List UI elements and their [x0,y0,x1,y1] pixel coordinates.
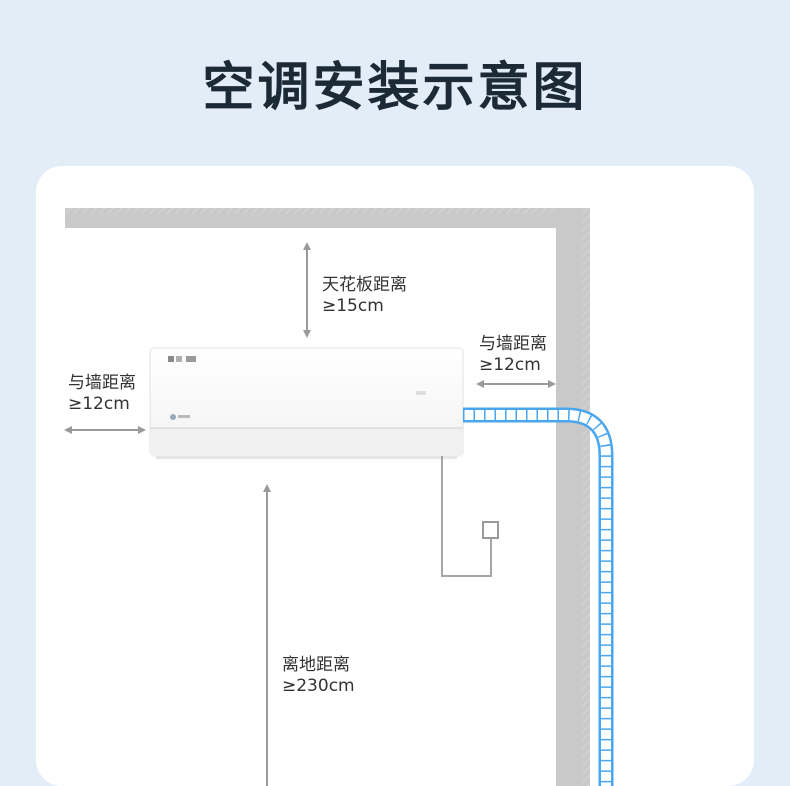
right-wall-distance-label: 与墙距离 ≥12cm [479,334,547,375]
floor-distance-label: 离地距离 ≥230cm [282,655,355,696]
left-wall-distance-label: 与墙距离 ≥12cm [68,373,136,414]
refrigerant-pipe [463,407,614,786]
page-title: 空调安装示意图 [202,58,588,118]
ceiling-wall [65,208,590,228]
power-socket-icon [482,521,499,539]
installation-diagram [64,208,614,786]
midea-logo-icon [170,414,176,420]
diagram-card: 天花板距离 ≥15cm 与墙距离 ≥12cm 与墙距离 ≥12cm 离地距离 ≥… [36,166,754,786]
indoor-unit [149,347,464,459]
power-cord [441,456,492,577]
right-wall [556,208,590,786]
ceiling-distance-label: 天花板距离 ≥15cm [322,275,407,316]
brand-logo-icon [168,356,196,362]
